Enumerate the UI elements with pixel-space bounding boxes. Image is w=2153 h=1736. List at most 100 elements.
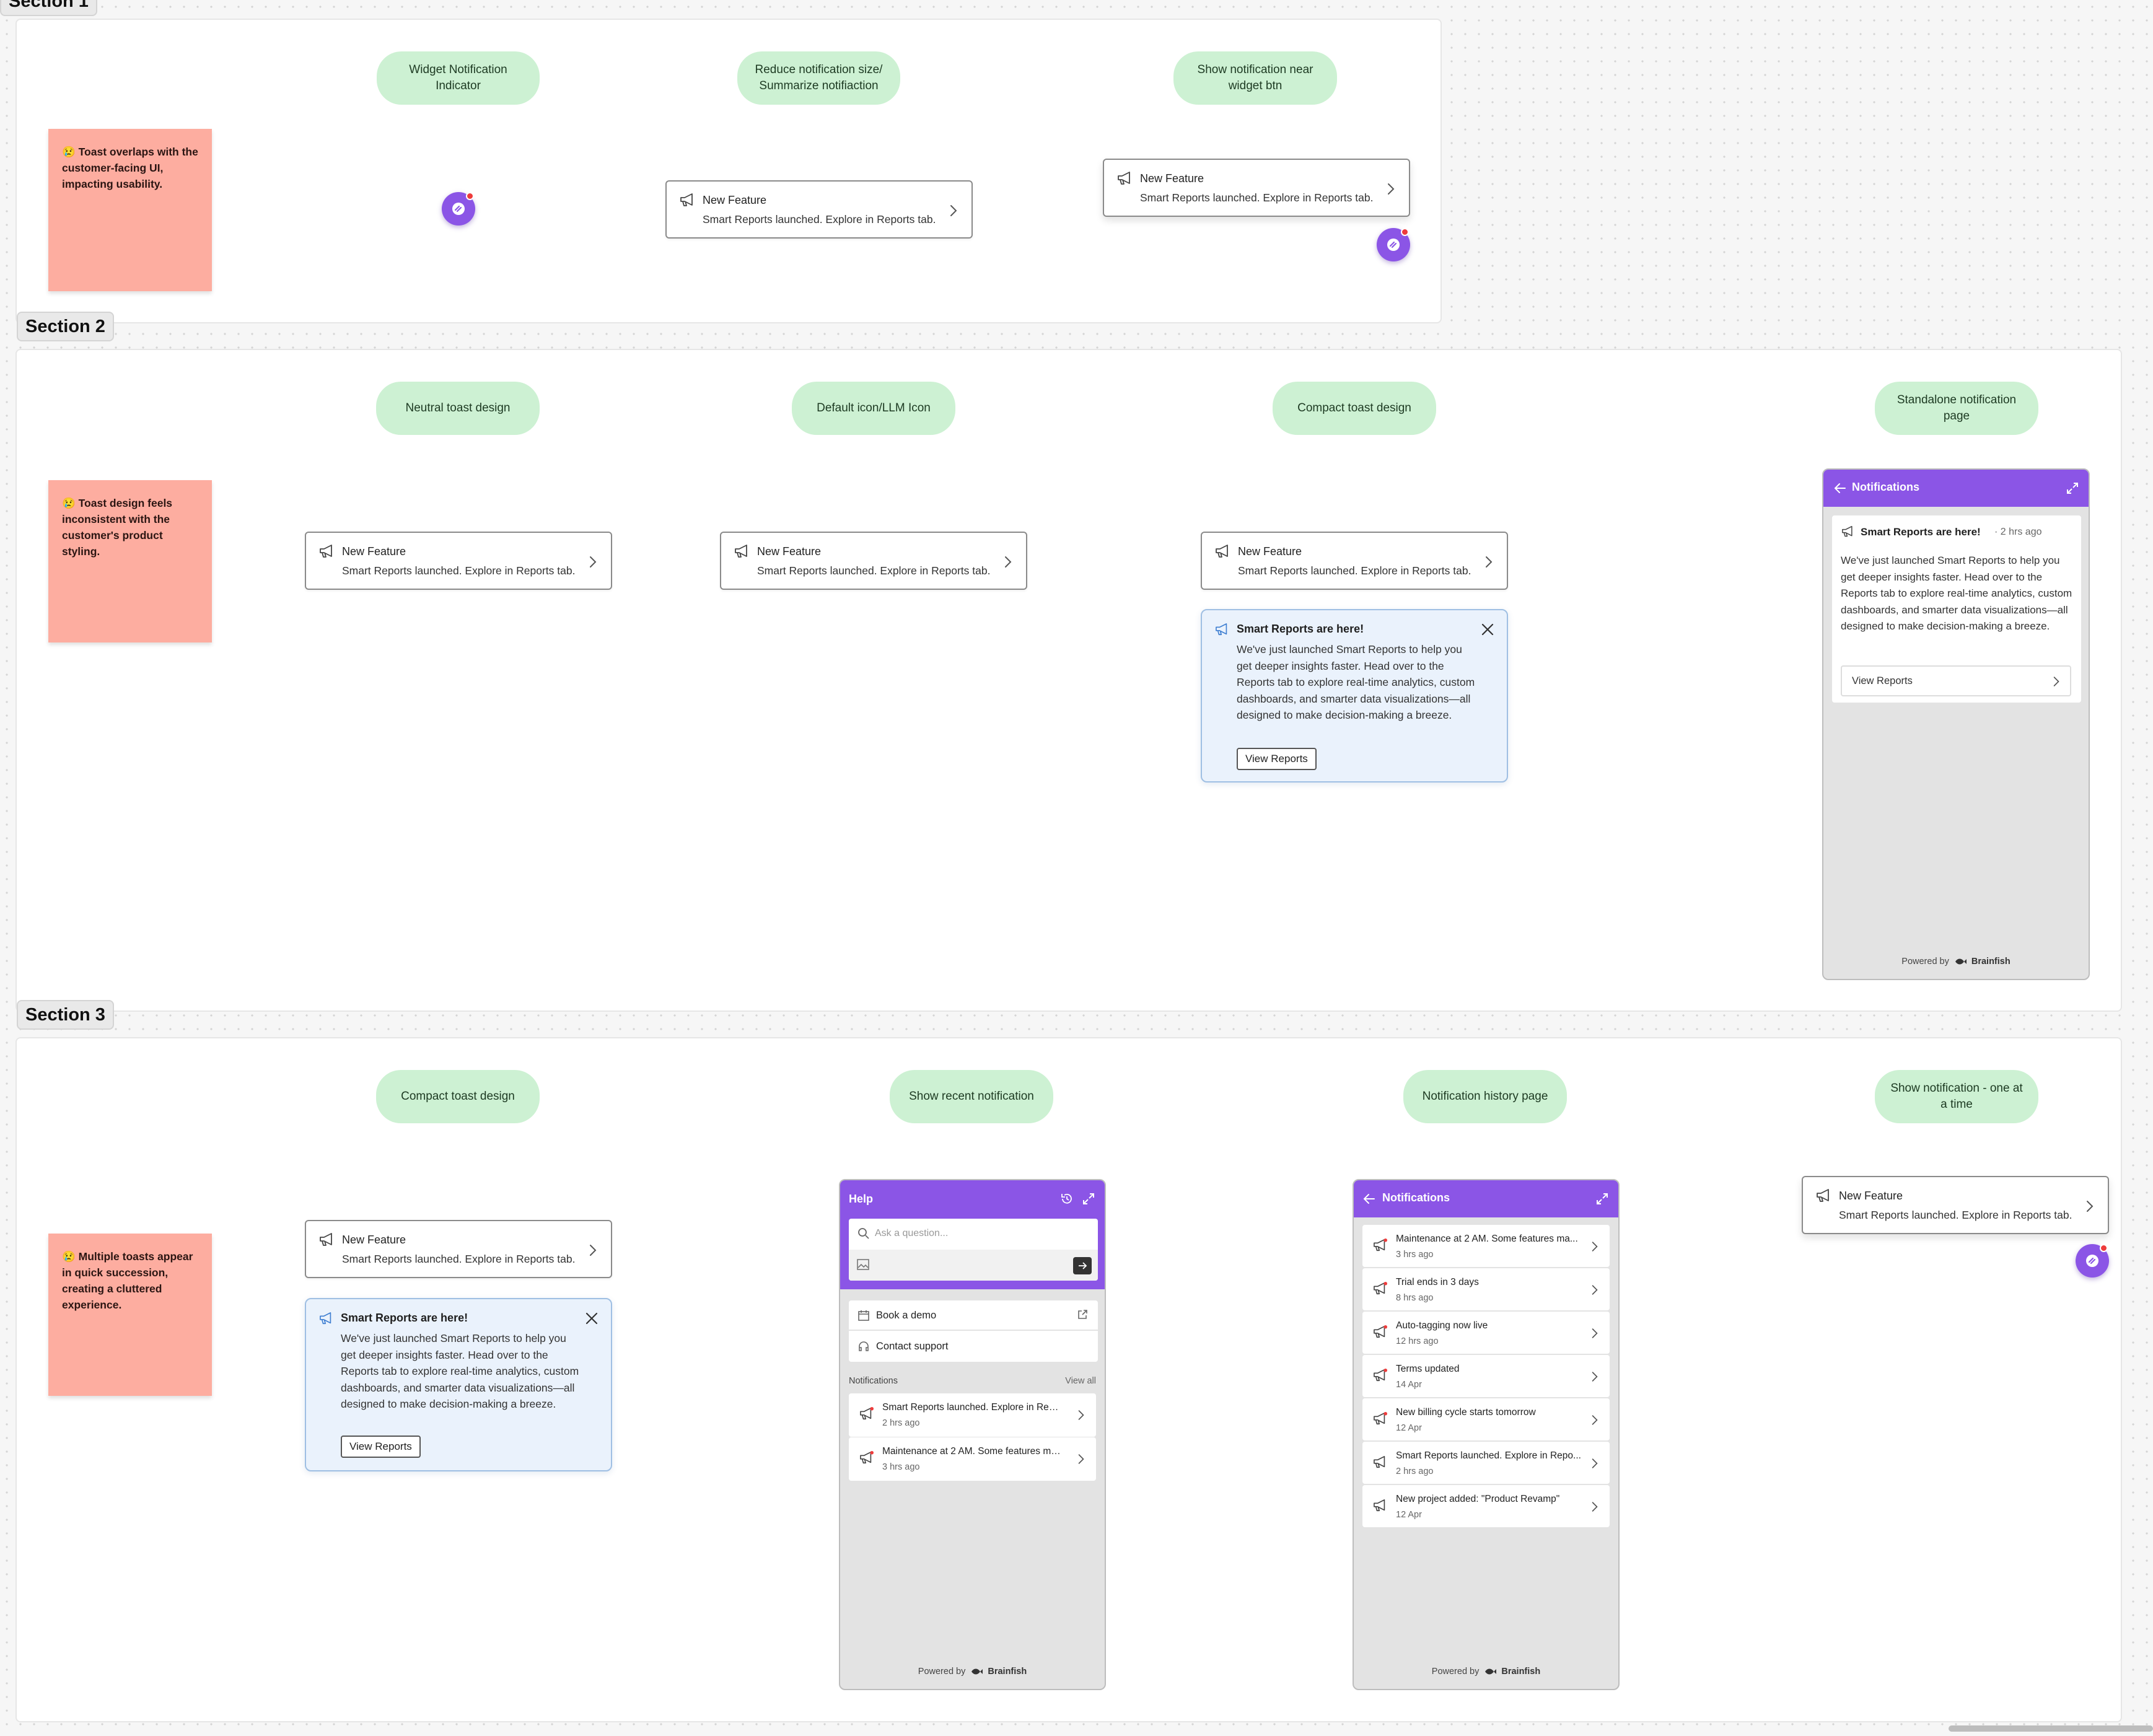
notification-title: Maintenance at 2 AM. Some features ma... <box>882 1446 1062 1457</box>
megaphone-icon <box>318 1232 336 1247</box>
notification-item[interactable]: Smart Reports launched. Explore in Repo.… <box>849 1393 1096 1437</box>
toast-title: New Feature <box>342 545 406 558</box>
sticky-note: 😢 Toast overlaps with the customer-facin… <box>48 129 212 291</box>
arrow-left-icon[interactable] <box>1362 1193 1376 1205</box>
toast-body: Smart Reports launched. Explore in Repor… <box>757 564 991 577</box>
brainfish-logo-icon <box>1955 958 1967 965</box>
chevron-right-icon <box>1077 1409 1085 1421</box>
search-input[interactable]: Ask a question... <box>875 1228 949 1238</box>
chat-bubble-icon <box>450 201 467 217</box>
chevron-right-icon[interactable] <box>2085 1199 2094 1213</box>
toast-notification[interactable]: New Feature Smart Reports launched. Expl… <box>305 1220 612 1278</box>
notification-item[interactable]: Maintenance at 2 AM. Some features ma...… <box>1362 1225 1610 1267</box>
powered-by: Powered by Brainfish <box>1354 1667 1618 1677</box>
chevron-right-icon[interactable] <box>1387 182 1395 196</box>
book-demo-link[interactable]: Book a demo <box>849 1300 1098 1330</box>
powered-by-label: Powered by <box>1901 957 1949 967</box>
notification-item[interactable]: New project added: "Product Revamp" 12 A… <box>1362 1485 1610 1527</box>
toast-notification[interactable]: New Feature Smart Reports launched. Expl… <box>720 532 1027 590</box>
card-title: Smart Reports are here! <box>1237 623 1364 635</box>
brand-name: Brainfish <box>1501 1667 1541 1677</box>
toast-notification[interactable]: New Feature Smart Reports launched. Expl… <box>1103 159 1410 217</box>
section-1-label: Section 1 <box>0 0 97 16</box>
megaphone-icon <box>859 1451 875 1465</box>
widget-button[interactable] <box>2076 1244 2109 1278</box>
view-all-link[interactable]: View all <box>1065 1376 1096 1386</box>
section-2-label: Section 2 <box>17 312 114 341</box>
chevron-right-icon <box>1591 1501 1598 1513</box>
arrow-right-icon <box>1079 1262 1087 1269</box>
megaphone-icon <box>318 1312 335 1325</box>
notification-item[interactable]: Auto-tagging now live 12 hrs ago <box>1362 1312 1610 1354</box>
history-icon[interactable] <box>1060 1193 1074 1205</box>
pill-label: Show notification near widget btn <box>1173 51 1337 105</box>
toast-title: New Feature <box>1140 172 1204 185</box>
pill-label: Compact toast design <box>376 1070 540 1123</box>
view-reports-button[interactable]: View Reports <box>1237 748 1317 770</box>
section-3-label: Section 3 <box>17 1000 114 1030</box>
chevron-right-icon <box>1591 1414 1598 1426</box>
close-icon[interactable] <box>1481 623 1494 636</box>
book-demo-label: Book a demo <box>876 1310 937 1321</box>
expand-icon[interactable] <box>1082 1193 1095 1205</box>
chevron-right-icon <box>1591 1284 1598 1296</box>
panel-header: Notifications <box>1354 1180 1618 1217</box>
toast-title: New Feature <box>757 545 822 558</box>
widget-button[interactable] <box>442 192 475 226</box>
panel-header: Notifications <box>1823 470 2089 507</box>
view-reports-button[interactable]: View Reports <box>341 1436 421 1458</box>
chevron-right-icon[interactable] <box>949 204 958 217</box>
notification-title: New project added: "Product Revamp" <box>1396 1494 1560 1504</box>
toast-body: Smart Reports launched. Explore in Repor… <box>1839 1209 2072 1221</box>
help-panel: Help Ask a question... Book a demo Conta… <box>839 1179 1106 1690</box>
notification-time: 12 hrs ago <box>1396 1336 1439 1346</box>
powered-by: Powered by Brainfish <box>1823 957 2089 967</box>
notification-time: 12 Apr <box>1396 1423 1422 1433</box>
powered-by-label: Powered by <box>918 1667 966 1677</box>
contact-support-link[interactable]: Contact support <box>849 1331 1098 1362</box>
chevron-right-icon[interactable] <box>589 555 597 569</box>
brand-name: Brainfish <box>988 1667 1027 1677</box>
powered-by-label: Powered by <box>1431 1667 1480 1677</box>
pill-label: Standalone notification page <box>1875 382 2038 435</box>
toast-body: Smart Reports launched. Explore in Repor… <box>342 564 576 577</box>
toast-notification[interactable]: New Feature Smart Reports launched. Expl… <box>1802 1176 2109 1234</box>
notification-item[interactable]: Terms updated 14 Apr <box>1362 1355 1610 1397</box>
chevron-right-icon[interactable] <box>1004 555 1012 569</box>
megaphone-icon <box>1815 1188 1833 1203</box>
search-box[interactable]: Ask a question... <box>849 1219 1098 1281</box>
send-button[interactable] <box>1073 1257 1092 1274</box>
megaphone-icon <box>859 1407 875 1421</box>
toast-notification[interactable]: New Feature Smart Reports launched. Expl… <box>665 180 973 239</box>
notification-title: Smart Reports launched. Explore in Repo.… <box>882 1402 1062 1413</box>
close-icon[interactable] <box>585 1312 599 1325</box>
chevron-right-icon[interactable] <box>589 1243 597 1257</box>
toast-body: Smart Reports launched. Explore in Repor… <box>1238 564 1471 577</box>
expand-icon[interactable] <box>2066 482 2079 494</box>
notification-item[interactable]: Maintenance at 2 AM. Some features ma...… <box>849 1437 1096 1481</box>
pill-label: Reduce notification size/ Summarize noti… <box>737 51 900 105</box>
view-reports-button[interactable]: View Reports <box>1841 665 2071 696</box>
expanded-notification-card: Smart Reports are here! We've just launc… <box>1201 609 1508 783</box>
notification-time: 3 hrs ago <box>882 1462 920 1472</box>
chat-bubble-icon <box>1385 237 1401 253</box>
notification-item[interactable]: Smart Reports launched. Explore in Repo.… <box>1362 1442 1610 1484</box>
notification-item[interactable]: New billing cycle starts tomorrow 12 Apr <box>1362 1398 1610 1440</box>
expand-icon[interactable] <box>1596 1193 1608 1205</box>
toast-notification[interactable]: New Feature Smart Reports launched. Expl… <box>1201 532 1508 590</box>
help-title: Help <box>849 1193 874 1205</box>
chevron-right-icon <box>1591 1457 1598 1470</box>
sticky-note: 😢 Toast design feels inconsistent with t… <box>48 480 212 642</box>
notification-detail-card: Smart Reports are here! · 2 hrs ago We'v… <box>1832 515 2081 703</box>
widget-button[interactable] <box>1377 228 1410 261</box>
chevron-right-icon[interactable] <box>1484 555 1493 569</box>
megaphone-icon <box>1116 171 1134 186</box>
image-icon[interactable] <box>856 1258 870 1271</box>
toast-notification[interactable]: New Feature Smart Reports launched. Expl… <box>305 532 612 590</box>
powered-by: Powered by Brainfish <box>840 1667 1105 1677</box>
notification-item[interactable]: Trial ends in 3 days 8 hrs ago <box>1362 1268 1610 1310</box>
horizontal-scrollbar[interactable] <box>1949 1725 2153 1732</box>
notification-time: 3 hrs ago <box>1396 1250 1434 1260</box>
toast-title: New Feature <box>703 194 767 206</box>
arrow-left-icon[interactable] <box>1833 482 1847 494</box>
